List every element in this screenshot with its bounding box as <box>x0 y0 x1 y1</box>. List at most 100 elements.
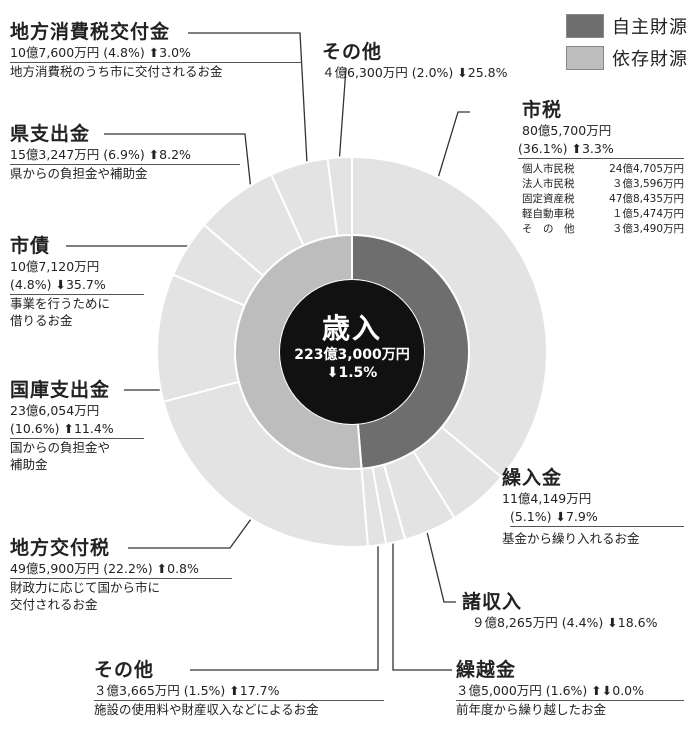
label-shisai-share-value: (4.8%) <box>10 277 52 292</box>
up-arrow-icon <box>149 45 159 60</box>
down-arrow-icon <box>556 509 566 524</box>
label-shizei-share: (36.1%) 3.3% <box>518 140 684 159</box>
legend-item-dependent: 依存財源 <box>566 42 688 74</box>
breakdown-value: １億5,474万円 <box>611 208 684 220</box>
label-kurire-desc: 基金から繰り入れるお金 <box>502 531 640 546</box>
down-arrow-icon <box>327 365 339 381</box>
center-change-value: 1.5% <box>338 365 378 381</box>
label-sonota-own-name: その他 <box>94 659 155 681</box>
breakdown-value: ３億3,596万円 <box>611 178 684 190</box>
center-circle <box>280 280 424 424</box>
leader-line-kurikoshi <box>392 535 452 671</box>
label-kofuzei: 地方交付税 49億5,900万円 (22.2%) 0.8% 財政力に応じて国から… <box>10 536 232 613</box>
breakdown-label: そ の 他 <box>522 223 575 235</box>
label-kokko-desc-2: 補助金 <box>10 457 48 472</box>
label-sonota-dep-amount: ４億6,300万円 (2.0%) 25.8% <box>322 64 542 82</box>
up-arrow-icon <box>571 141 581 156</box>
breakdown-row: 法人市民税 ３億3,596万円 <box>522 177 684 192</box>
center-amount: 223億3,000万円 <box>294 347 410 363</box>
label-shohi-desc: 地方消費税のうち市に交付されるお金 <box>10 64 223 79</box>
label-kofuzei-desc-2: 交付されるお金 <box>10 597 98 612</box>
label-shoshu: 諸収入 ９億8,265万円 (4.4%) 18.6% <box>462 590 684 632</box>
breakdown-label: 個人市民税 <box>522 163 575 175</box>
up-arrow-icon <box>149 147 159 162</box>
label-sonota-dep-amount-value: ４億6,300万円 <box>322 65 408 80</box>
label-shizei-amount: 80億5,700万円 <box>522 123 612 138</box>
up-arrow-icon <box>591 683 601 698</box>
label-kofuzei-name: 地方交付税 <box>10 537 111 559</box>
label-kurikoshi: 繰越金 ３億5,000万円 (1.6%) 0.0% 前年度から繰り越したお金 <box>456 658 684 718</box>
breakdown-value: 24億4,705万円 <box>609 163 684 175</box>
up-arrow-icon <box>63 421 73 436</box>
label-kurire-share-value: (5.1%) <box>510 509 552 524</box>
breakdown-row: 個人市民税 24億4,705万円 <box>522 162 684 177</box>
legend-label-own: 自主財源 <box>612 17 688 38</box>
label-sonota-dep-name: その他 <box>322 41 383 63</box>
label-sonota-own-amount-value: ３億3,665万円 <box>94 683 180 698</box>
label-sonota-own-share: (1.5%) <box>183 683 226 698</box>
label-sonota-dep-share: (2.0%) <box>411 65 454 80</box>
label-kurire-name: 繰入金 <box>502 467 563 489</box>
label-kurire: 繰入金 11億4,149万円 (5.1%) 7.9% 基金から繰り入れるお金 <box>502 466 684 547</box>
up-arrow-icon <box>229 683 239 698</box>
label-shizei-name: 市税 <box>522 99 563 121</box>
down-arrow-icon <box>607 615 617 630</box>
breakdown-label: 法人市民税 <box>522 178 575 190</box>
breakdown-row: そ の 他 ３億3,490万円 <box>522 222 684 237</box>
label-kokko-change: 11.4% <box>73 421 114 436</box>
center-change: 1.5% <box>282 364 422 382</box>
label-sonota-own-change: 17.7% <box>239 683 280 698</box>
label-kofuzei-desc-1: 財政力に応じて国から市に <box>10 580 161 595</box>
down-arrow-icon <box>602 683 612 698</box>
label-shizei: 市税 80億5,700万円 (36.1%) 3.3% 個人市民税 24億4,705… <box>506 98 684 237</box>
label-shizei-change: 3.3% <box>581 141 614 156</box>
label-ken-name: 県支出金 <box>10 123 91 145</box>
label-kokko-share-value: (10.6%) <box>10 421 60 436</box>
label-shohi-change: 3.0% <box>159 45 191 60</box>
label-kofuzei-amount: 49億5,900万円 (22.2%) 0.8% <box>10 560 232 579</box>
legend-item-own: 自主財源 <box>566 10 688 42</box>
label-shizei-share-value: (36.1%) <box>518 141 568 156</box>
label-kofuzei-share: (22.2%) <box>103 561 153 576</box>
label-ken-change: 8.2% <box>159 147 191 162</box>
shizei-breakdown: 個人市民税 24億4,705万円 法人市民税 ３億3,596万円 固定資産税 47億8… <box>522 162 684 237</box>
label-ken-share: (6.9%) <box>103 147 145 162</box>
label-kurikoshi-share: (1.6%) <box>545 683 588 698</box>
label-shoshu-share: (4.4%) <box>561 615 604 630</box>
legend: 自主財源 依存財源 <box>566 10 688 74</box>
label-shisai-desc-1: 事業を行うために <box>10 296 111 311</box>
label-shohi-name: 地方消費税交付金 <box>10 21 171 43</box>
label-shoshu-name: 諸収入 <box>462 591 523 613</box>
label-sonota-own: その他 ３億3,665万円 (1.5%) 17.7% 施設の使用料や財産収入など… <box>94 658 384 718</box>
label-shohi-amount: 10億7,600万円 (4.8%) 3.0% <box>10 44 302 63</box>
breakdown-label: 軽自動車税 <box>522 208 575 220</box>
breakdown-value: ３億3,490万円 <box>611 223 684 235</box>
label-shoshu-amount: ９億8,265万円 (4.4%) 18.6% <box>472 614 684 632</box>
center-label: 歳入 223億3,000万円 1.5% <box>282 312 422 382</box>
leader-line-shohi <box>188 32 309 183</box>
legend-swatch-own <box>566 14 604 38</box>
breakdown-value: 47億8,435万円 <box>609 193 684 205</box>
breakdown-row: 固定資産税 47億8,435万円 <box>522 192 684 207</box>
label-shisai-amount: 10億7,120万円 <box>10 259 100 274</box>
legend-swatch-dependent <box>566 46 604 70</box>
leader-line-sonota-own <box>190 540 379 671</box>
label-kurire-change: 7.9% <box>565 509 598 524</box>
label-kurikoshi-amount-value: ３億5,000万円 <box>456 683 542 698</box>
label-kokko: 国庫支出金 23億6,054万円 (10.6%) 11.4% 国からの負担金や … <box>10 378 144 473</box>
label-kurikoshi-change: 0.0% <box>612 683 645 698</box>
label-kurikoshi-amount: ３億5,000万円 (1.6%) 0.0% <box>456 682 684 701</box>
label-shohi: 地方消費税交付金 10億7,600万円 (4.8%) 3.0% 地方消費税のうち… <box>10 20 302 80</box>
outer-ring <box>156 155 548 548</box>
leader-line-ken <box>104 133 253 201</box>
breakdown-label: 固定資産税 <box>522 193 575 205</box>
label-ken-desc: 県からの負担金や補助金 <box>10 166 148 181</box>
label-shisai-name: 市債 <box>10 235 51 257</box>
label-ken-amount-value: 15億3,247万円 <box>10 147 100 162</box>
label-shoshu-change: 18.6% <box>617 615 658 630</box>
label-sonota-dep: その他 ４億6,300万円 (2.0%) 25.8% <box>322 40 542 82</box>
label-shisai-desc-2: 借りるお金 <box>10 313 73 328</box>
label-kurire-amount: 11億4,149万円 <box>502 491 592 506</box>
label-kurire-share: (5.1%) 7.9% <box>510 508 684 527</box>
up-arrow-icon <box>157 561 167 576</box>
